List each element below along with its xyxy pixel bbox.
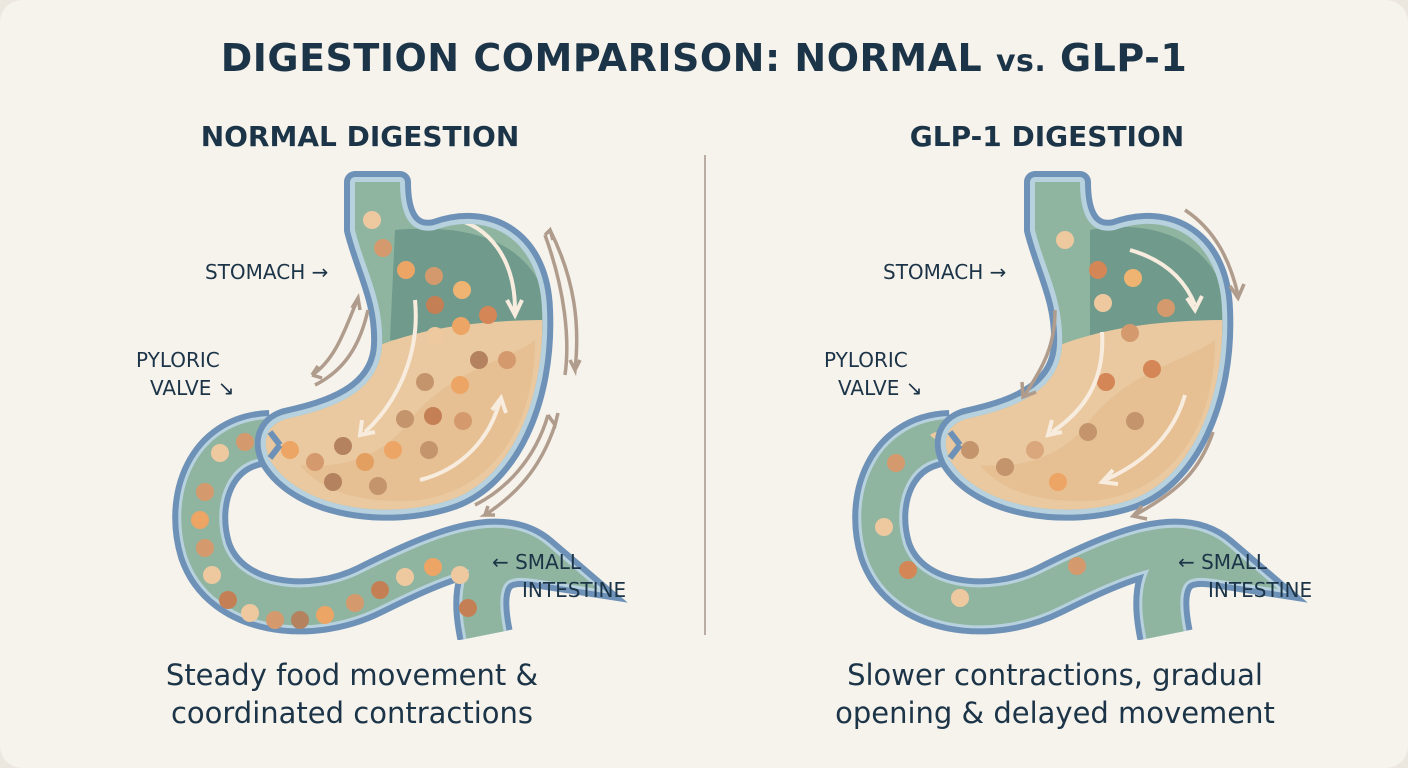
glp1-pyloric-label-line2: VALVE ↘ bbox=[838, 376, 923, 400]
contraction-arrows bbox=[310, 226, 582, 517]
title-main: DIGESTION COMPARISON: NORMAL bbox=[220, 36, 996, 80]
normal-digestion-illustration bbox=[172, 171, 628, 640]
small-intestine bbox=[852, 410, 1308, 640]
title-vs: vs. bbox=[995, 44, 1047, 79]
normal-small-intestine-label-line1: ← SMALL bbox=[492, 550, 582, 574]
glp1-caption-line1: Slower contractions, gradual bbox=[847, 658, 1263, 692]
normal-panel-heading: NORMAL DIGESTION bbox=[200, 120, 520, 153]
normal-caption-line2: coordinated contractions bbox=[170, 696, 534, 730]
normal-small-intestine-label-line2: INTESTINE bbox=[522, 578, 627, 602]
glp1-stomach-label: STOMACH → bbox=[883, 260, 1007, 284]
title-tail: GLP-1 bbox=[1046, 36, 1188, 80]
panel-divider bbox=[704, 155, 706, 635]
intestine-food-particles bbox=[875, 431, 1086, 607]
glp1-caption: Slower contractions, gradual opening & d… bbox=[775, 656, 1335, 732]
page-title: DIGESTION COMPARISON: NORMAL vs. GLP-1 bbox=[0, 36, 1408, 80]
contraction-arrows bbox=[1020, 208, 1246, 521]
glp1-panel-heading: GLP-1 DIGESTION bbox=[909, 120, 1185, 153]
glp1-caption-line2: opening & delayed movement bbox=[835, 696, 1275, 730]
glp1-digestion-illustration bbox=[852, 171, 1308, 640]
intestine-food-particles bbox=[191, 433, 477, 629]
normal-caption: Steady food movement & coordinated contr… bbox=[72, 656, 632, 732]
glp1-pyloric-label-line1: PYLORIC bbox=[824, 348, 908, 372]
normal-pyloric-label-line1: PYLORIC bbox=[136, 348, 220, 372]
normal-pyloric-label-line2: VALVE ↘ bbox=[150, 376, 235, 400]
normal-caption-line1: Steady food movement & bbox=[165, 658, 539, 692]
normal-stomach-label: STOMACH → bbox=[205, 260, 329, 284]
glp1-small-intestine-label-line2: INTESTINE bbox=[1208, 578, 1313, 602]
small-intestine bbox=[172, 410, 628, 640]
glp1-small-intestine-label-line1: ← SMALL bbox=[1178, 550, 1268, 574]
